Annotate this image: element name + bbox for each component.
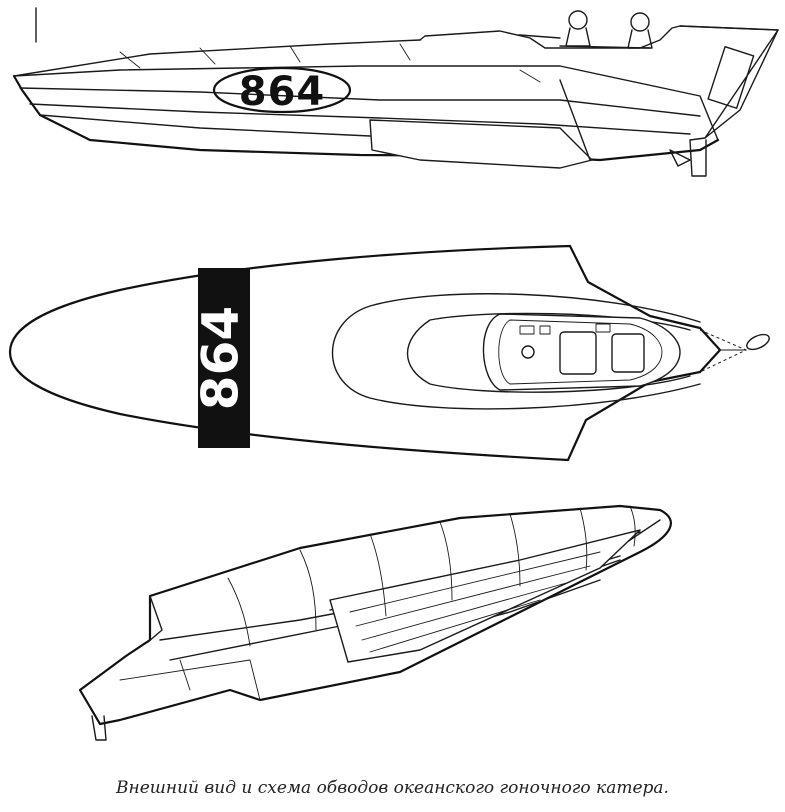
seat: [559, 331, 597, 375]
propeller: [669, 149, 691, 167]
cockpit-canopy: [419, 25, 779, 141]
hull-outline-top: [8, 244, 722, 462]
rudder: [689, 139, 707, 177]
steering-wheel-icon: [521, 345, 535, 359]
drivers: [559, 10, 653, 49]
driver-helmet-icon: [630, 12, 650, 32]
hull-number-top: 864: [192, 306, 250, 410]
stern-panel: [707, 45, 755, 109]
side-view: 864: [12, 7, 779, 177]
top-view: 864: [8, 244, 770, 462]
hull-number-badge-side: [212, 66, 352, 114]
sponson-bottom: [329, 529, 641, 663]
propeller-top: [746, 333, 770, 351]
hull-lines-view: [78, 504, 672, 741]
hull-number-side: 864: [239, 69, 326, 115]
driver-helmet-icon: [568, 10, 588, 30]
sponson: [369, 119, 593, 169]
rudder-bottom: [91, 715, 107, 741]
hull-number-band: [198, 268, 250, 448]
seat: [611, 333, 645, 373]
hull-outline-bottom: [78, 504, 672, 726]
figure-caption: Внешний вид и схема обводов океанского г…: [116, 778, 669, 798]
hull-outline-side: [12, 74, 720, 162]
